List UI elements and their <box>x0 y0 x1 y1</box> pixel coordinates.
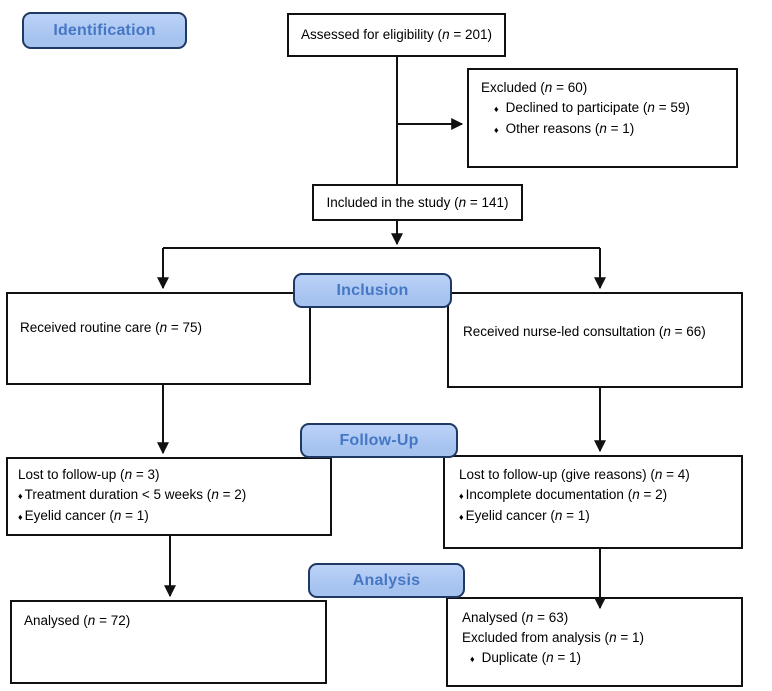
stage-label: Inclusion <box>336 281 409 299</box>
bullet-text: Eyelid cancer (n = 1) <box>24 508 149 523</box>
bullet-text: Eyelid cancer (n = 1) <box>465 508 590 523</box>
bullet-row: ♦ Incomplete documentation (n = 2) <box>459 485 727 506</box>
box-title-row: Lost to follow-up (n = 3) <box>18 465 320 485</box>
box-title-row: Excluded (n = 60) <box>481 78 724 98</box>
stage-badge-analysis: Analysis <box>308 563 465 598</box>
assessed-eligibility-box: Assessed for eligibility (n = 201) <box>287 13 506 57</box>
diamond-bullet-icon: ♦ <box>18 491 23 501</box>
box-text: Assessed for eligibility (n = 201) <box>301 27 492 42</box>
box-text: Received routine care (n = 75) <box>20 320 202 335</box>
bullet-text: Treatment duration < 5 weeks (n = 2) <box>24 487 247 502</box>
bullet-text: Duplicate (n = 1) <box>481 650 582 665</box>
excluded-box: Excluded (n = 60) ♦ Declined to particip… <box>467 68 738 168</box>
box-text-row: Excluded from analysis (n = 1) <box>462 628 727 648</box>
diamond-bullet-icon: ♦ <box>494 104 499 114</box>
box-title-row: Analysed (n = 63) <box>462 608 727 628</box>
diamond-bullet-icon: ♦ <box>18 512 23 522</box>
lost-follow-up-left-box: Lost to follow-up (n = 3) ♦ Treatment du… <box>6 457 332 536</box>
bullet-text: Other reasons (n = 1) <box>505 121 635 136</box>
stage-badge-inclusion: Inclusion <box>293 273 452 308</box>
bullet-row: ♦ Treatment duration < 5 weeks (n = 2) <box>18 485 320 506</box>
stage-label: Follow-Up <box>339 431 419 449</box>
stage-label: Analysis <box>352 571 421 589</box>
bullet-text: Incomplete documentation (n = 2) <box>465 487 668 502</box>
box-text: Included in the study (n = 141) <box>326 194 509 210</box>
stage-badge-follow-up: Follow-Up <box>300 423 458 458</box>
bullet-text: Declined to participate (n = 59) <box>505 100 690 115</box>
analysed-left-box: Analysed (n = 72) <box>10 600 327 684</box>
diamond-bullet-icon: ♦ <box>494 125 499 135</box>
box-text: Excluded (n = 60) <box>481 80 588 95</box>
stage-badge-identification: Identification <box>22 12 187 49</box>
diamond-bullet-icon: ♦ <box>459 491 464 501</box>
bullet-row: ♦ Eyelid cancer (n = 1) <box>459 506 727 527</box>
diamond-bullet-icon: ♦ <box>470 654 475 664</box>
bullet-row: ♦ Other reasons (n = 1) <box>494 119 724 140</box>
box-text: Received nurse-led consultation (n = 66) <box>463 324 706 339</box>
box-text: Lost to follow-up (n = 3) <box>18 467 160 482</box>
stage-label: Identification <box>53 21 156 39</box>
box-text: Analysed (n = 63) <box>462 610 569 625</box>
lost-follow-up-right-box: Lost to follow-up (give reasons) (n = 4)… <box>443 455 743 549</box>
box-text: Analysed (n = 72) <box>24 613 131 628</box>
analysed-right-box: Analysed (n = 63) Excluded from analysis… <box>446 597 743 687</box>
diamond-bullet-icon: ♦ <box>459 512 464 522</box>
bullet-row: ♦ Duplicate (n = 1) <box>470 648 727 669</box>
included-box: Included in the study (n = 141) <box>312 184 523 221</box>
box-text: Excluded from analysis (n = 1) <box>462 630 644 645</box>
bullet-row: ♦ Eyelid cancer (n = 1) <box>18 506 320 527</box>
bullet-row: ♦ Declined to participate (n = 59) <box>494 98 724 119</box>
nurse-led-box: Received nurse-led consultation (n = 66) <box>447 292 743 388</box>
box-text: Lost to follow-up (give reasons) (n = 4) <box>459 467 690 482</box>
box-title-row: Lost to follow-up (give reasons) (n = 4) <box>459 465 727 485</box>
routine-care-box: Received routine care (n = 75) <box>6 292 311 385</box>
